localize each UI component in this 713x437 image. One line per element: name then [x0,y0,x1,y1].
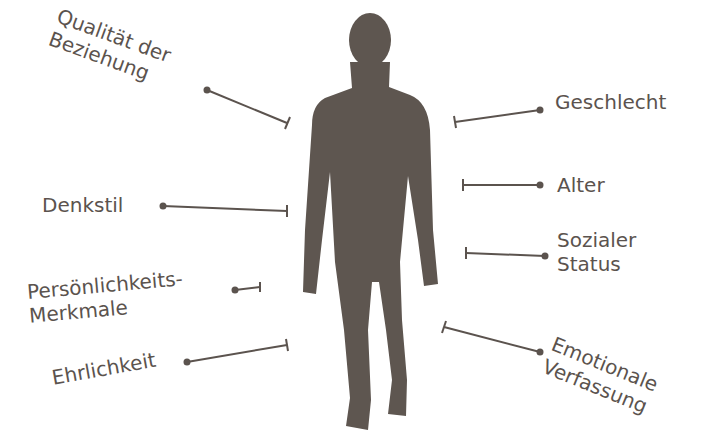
factor-label: Qualität der Beziehung [46,4,194,97]
factor-label: Geschlecht [555,90,705,114]
factor-label: Ehrlichkeit [50,340,202,390]
leader-lines [163,90,545,362]
factor-label: Sozialer Status [557,228,667,276]
person-silhouette [303,13,438,430]
factor-label: Alter [557,173,677,197]
factor-label: Denkstil [42,193,172,217]
factor-label: Emotionale Verfassung [539,332,678,425]
leader-dots [160,87,549,366]
factor-label: Persönlichkeits- Merkmale [26,263,229,328]
